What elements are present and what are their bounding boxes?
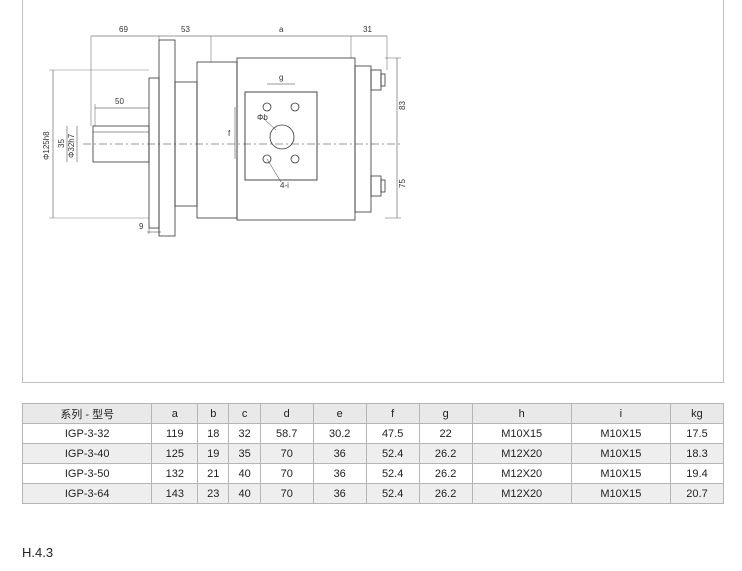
header-i: i	[570, 403, 671, 424]
header-kg: kg	[669, 403, 725, 424]
cell-i: M10X15	[570, 483, 671, 504]
cell-g: 26.2	[418, 483, 473, 504]
dim-83: 83	[398, 101, 407, 110]
cell-model: IGP-3-64	[21, 483, 153, 504]
dim-g: g	[279, 73, 283, 82]
port-bolt-hole	[262, 154, 272, 164]
cell-e: 36	[312, 443, 367, 464]
port-bolt-hole	[262, 102, 272, 112]
cell-d: 70	[259, 463, 314, 484]
dim-phi125: Φ125h8	[42, 131, 51, 160]
cell-d: 58.7	[259, 423, 314, 444]
cell-h: M12X20	[471, 483, 572, 504]
cell-c: 35	[228, 443, 261, 464]
header-e: e	[312, 403, 367, 424]
cell-b: 19	[197, 443, 230, 464]
dim-31: 31	[363, 25, 372, 34]
dim-9: 9	[139, 222, 144, 231]
cell-e: 30.2	[312, 423, 367, 444]
dim-69: 69	[119, 25, 128, 34]
table-row: IGP-3-64 143 23 40 70 36 52.4 26.2 M12X2…	[21, 483, 725, 504]
cell-i: M10X15	[570, 443, 671, 464]
dim-holes: 4-i	[280, 181, 289, 190]
cell-g: 26.2	[418, 463, 473, 484]
dim-a: a	[279, 25, 284, 34]
dim-50: 50	[115, 97, 124, 106]
port-bolt-hole	[290, 154, 300, 164]
pump-port-block	[244, 91, 318, 181]
cell-g: 26.2	[418, 443, 473, 464]
table-header-row: 系列 - 型号 a b c d e f g h i kg	[21, 403, 725, 424]
dim-35: 35	[57, 139, 66, 148]
cell-c: 32	[228, 423, 261, 444]
end-bolt-top	[370, 69, 382, 91]
cell-c: 40	[228, 463, 261, 484]
header-a: a	[151, 403, 199, 424]
end-bolt-bottom	[370, 175, 382, 197]
dim-53: 53	[181, 25, 190, 34]
cell-model: IGP-3-50	[21, 463, 153, 484]
cell-a: 125	[151, 443, 199, 464]
cell-b: 18	[197, 423, 230, 444]
cell-kg: 18.3	[669, 443, 725, 464]
cell-g: 22	[418, 423, 473, 444]
table-row: IGP-3-50 132 21 40 70 36 52.4 26.2 M12X2…	[21, 463, 725, 484]
cell-kg: 19.4	[669, 463, 725, 484]
cell-h: M12X20	[471, 463, 572, 484]
header-b: b	[197, 403, 230, 424]
cell-b: 21	[197, 463, 230, 484]
header-c: c	[228, 403, 261, 424]
cell-h: M12X20	[471, 443, 572, 464]
pump-mounting-flange	[148, 77, 160, 229]
pump-main-body	[236, 57, 356, 221]
cell-e: 36	[312, 463, 367, 484]
cell-model: IGP-3-40	[21, 443, 153, 464]
port-bolt-hole	[290, 102, 300, 112]
cell-a: 143	[151, 483, 199, 504]
pump-end-cover	[354, 65, 372, 213]
cell-c: 40	[228, 483, 261, 504]
cell-f: 52.4	[365, 463, 420, 484]
table-row: IGP-3-40 125 19 35 70 36 52.4 26.2 M12X2…	[21, 443, 725, 464]
header-model: 系列 - 型号	[21, 403, 153, 424]
header-g: g	[418, 403, 473, 424]
pump-flange-plate	[158, 39, 176, 237]
pump-front-body	[196, 61, 238, 219]
header-f: f	[365, 403, 420, 424]
cell-kg: 17.5	[669, 423, 725, 444]
pump-technical-drawing: 69 53 a 31 50 9 g Φb f 4-i 83 75 Φ125h8 …	[42, 25, 407, 237]
cell-a: 132	[151, 463, 199, 484]
drawing-frame: 69 53 a 31 50 9 g Φb f 4-i 83 75 Φ125h8 …	[22, 0, 724, 383]
cell-d: 70	[259, 443, 314, 464]
cell-h: M10X15	[471, 423, 572, 444]
cell-b: 23	[197, 483, 230, 504]
cell-f: 47.5	[365, 423, 420, 444]
dim-f: f	[228, 129, 231, 138]
cell-e: 36	[312, 483, 367, 504]
cell-kg: 20.7	[669, 483, 725, 504]
cell-i: M10X15	[570, 423, 671, 444]
table-row: IGP-3-32 119 18 32 58.7 30.2 47.5 22 M10…	[21, 423, 725, 444]
header-h: h	[471, 403, 572, 424]
cell-model: IGP-3-32	[21, 423, 153, 444]
cell-d: 70	[259, 483, 314, 504]
cell-i: M10X15	[570, 463, 671, 484]
figure-label: H.4.3	[22, 545, 54, 560]
dim-phi-b: Φb	[257, 113, 268, 122]
pump-port-bore	[269, 124, 295, 150]
dim-75: 75	[398, 179, 407, 188]
cell-f: 52.4	[365, 483, 420, 504]
dim-phi32: Φ32h7	[67, 133, 76, 158]
cell-f: 52.4	[365, 443, 420, 464]
header-d: d	[259, 403, 314, 424]
cell-a: 119	[151, 423, 199, 444]
spec-table: 系列 - 型号 a b c d e f g h i kg IGP-3-32 11…	[21, 403, 725, 504]
